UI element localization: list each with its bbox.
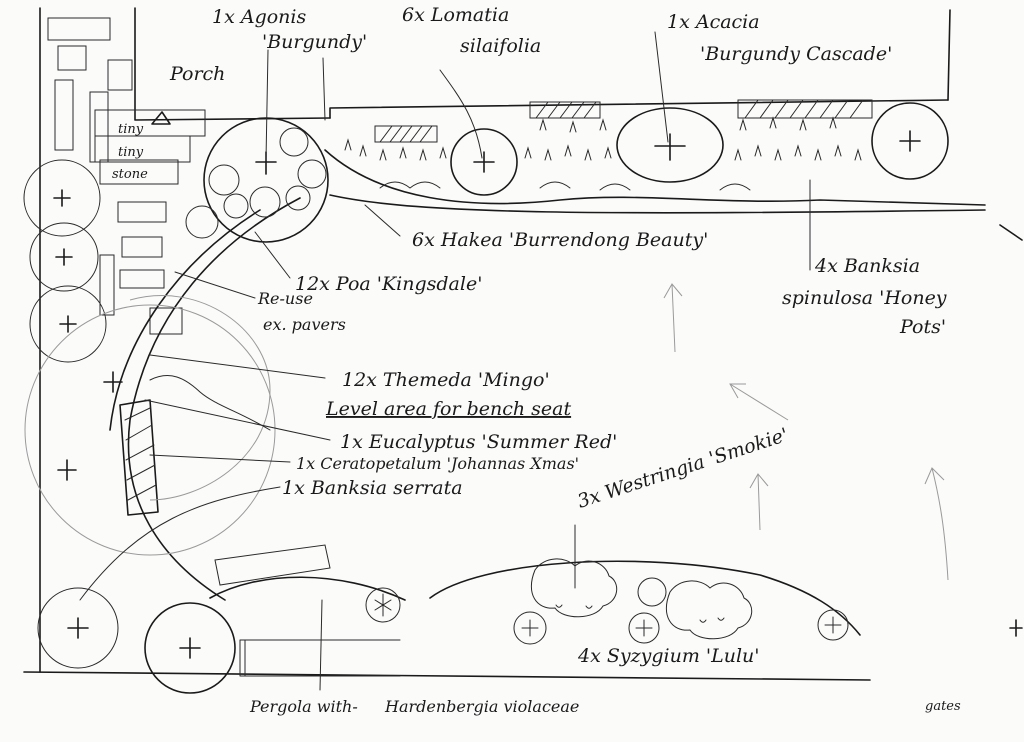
grass-tufts xyxy=(344,116,862,191)
site-boundary xyxy=(23,7,1023,681)
label-banksia-spinulosa-2: spinulosa 'Honey xyxy=(782,287,947,309)
label-level-area: Level area for bench seat xyxy=(325,398,571,420)
signature: gates xyxy=(925,699,961,714)
tree-symbols xyxy=(23,102,949,694)
label-stone-tiny-2: tiny xyxy=(118,145,144,160)
label-themeda: 12x Themeda 'Mingo' xyxy=(342,369,550,391)
label-reuse-pavers-1: Re-use xyxy=(257,289,313,308)
label-stone-tiny: tiny xyxy=(118,122,144,137)
centre-marks xyxy=(53,130,1023,659)
pavers-and-steps xyxy=(47,17,206,335)
label-lomatia-2: silaifolia xyxy=(460,35,541,57)
label-poa: 12x Poa 'Kingsdale' xyxy=(295,273,482,295)
label-agonis-1: 1x Agonis xyxy=(212,6,306,28)
front-bed-edge xyxy=(209,544,861,677)
label-eucalyptus: 1x Eucalyptus 'Summer Red' xyxy=(340,431,617,453)
direction-arrows xyxy=(663,283,949,581)
site-labels: Porch tiny tiny stone Re-use ex. pavers … xyxy=(112,63,961,716)
label-hardenbergia: Hardenbergia violaceae xyxy=(384,697,579,716)
label-banksia-serrata: 1x Banksia serrata xyxy=(282,477,463,499)
label-banksia-spinulosa-1: 4x Banksia xyxy=(814,255,920,277)
label-reuse-pavers-2: ex. pavers xyxy=(263,315,346,334)
label-porch: Porch xyxy=(169,63,225,85)
label-acacia-1: 1x Acacia xyxy=(667,11,760,33)
label-ceratopetalum: 1x Ceratopetalum 'Johannas Xmas' xyxy=(296,454,579,473)
label-pergola: Pergola with- xyxy=(249,697,358,716)
label-agonis-2: 'Burgundy' xyxy=(262,31,367,53)
westringia-shrubs xyxy=(530,558,753,640)
back-bed-edge xyxy=(324,149,986,214)
leader-lines xyxy=(79,31,811,691)
label-hakea: 6x Hakea 'Burrendong Beauty' xyxy=(412,229,708,251)
hatched-features xyxy=(119,99,873,516)
label-stone: stone xyxy=(112,167,148,182)
label-acacia-2: 'Burgundy Cascade' xyxy=(700,43,892,65)
label-banksia-spinulosa-3: Pots' xyxy=(899,316,946,338)
label-lomatia-1: 6x Lomatia xyxy=(402,4,509,26)
label-syzygium: 4x Syzygium 'Lulu' xyxy=(577,645,759,667)
